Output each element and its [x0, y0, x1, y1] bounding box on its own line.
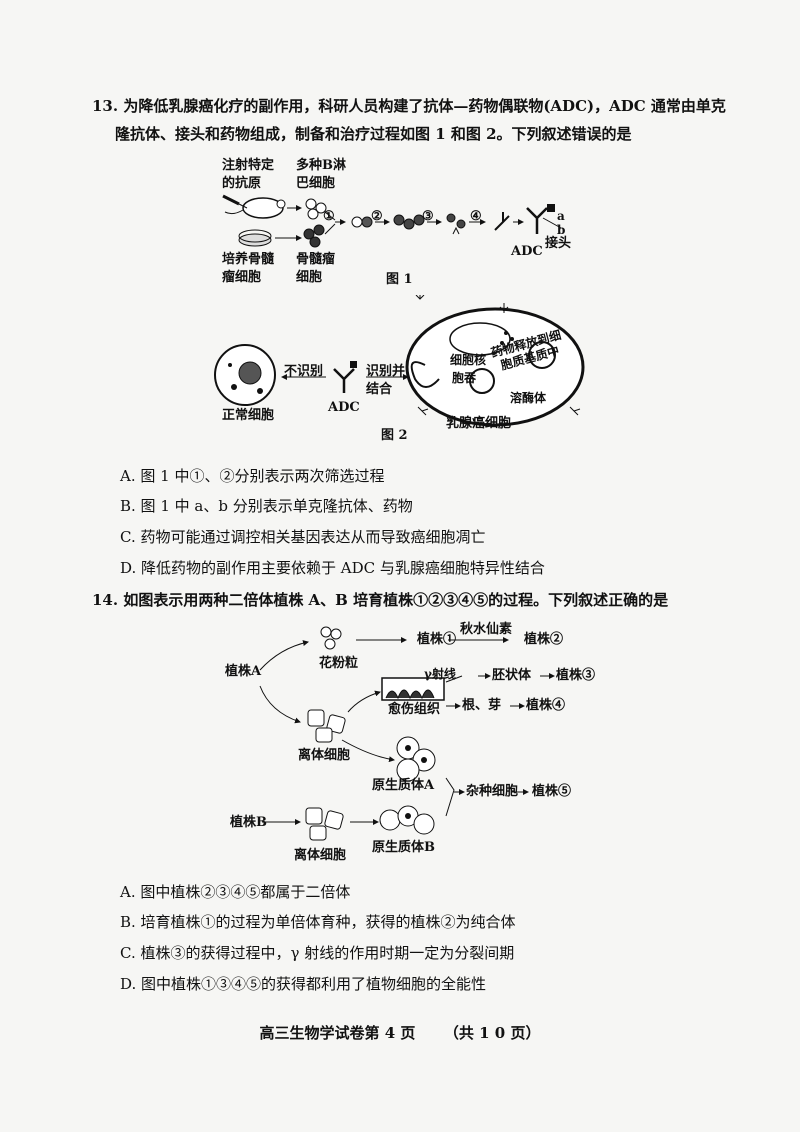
label-plant-b: 植株B	[230, 815, 267, 830]
q14-stem: 14. 如图表示用两种二倍体植株 A、B 培育植株①②③④⑤的过程。下列叙述正确…	[92, 591, 669, 609]
label-lysosome: 溶酶体	[510, 391, 547, 405]
q14-option-a: A. 图中植株②③④⑤都属于二倍体	[120, 883, 351, 901]
label-root-bud: 根、芽	[462, 698, 502, 713]
q13-option-c: C. 药物可能通过调控相关基因表达从而导致癌细胞凋亡	[120, 528, 486, 546]
label-myeloma-line1: 骨髓瘤	[296, 252, 336, 267]
label-recognize-line2: 结合	[366, 382, 393, 397]
label-pollen: 花粉粒	[319, 656, 359, 671]
somatic-cells-a-icon	[307, 709, 346, 743]
label-a: a	[557, 209, 565, 223]
label-not-recognize: 不识别	[284, 364, 324, 379]
label-plant-2: 植株②	[524, 632, 564, 647]
adc-icon	[333, 361, 357, 393]
b-cells-icon	[305, 198, 327, 220]
label-plant-1: 植株①	[417, 632, 457, 647]
q13-option-d: D. 降低药物的副作用主要依赖于 ADC 与乳腺癌细胞特异性结合	[120, 559, 545, 577]
figure-2-drawing	[214, 295, 585, 427]
somatic-cells-b-icon	[305, 807, 344, 841]
label-somatic-a: 离体细胞	[298, 748, 351, 763]
label-plant-3: 植株③	[556, 668, 596, 683]
callus-icon	[381, 677, 445, 701]
protoplast-b-icon	[379, 805, 435, 835]
label-protoplast-a: 原生质体A	[372, 778, 435, 793]
label-colchicine: 秋水仙素	[460, 622, 513, 637]
label-callus: 愈伤组织	[388, 702, 441, 717]
label-b: b	[557, 223, 566, 237]
label-cancer-cell: 乳腺癌细胞	[446, 416, 512, 431]
pollen-icon	[320, 626, 342, 650]
label-plant-a: 植株A	[225, 664, 262, 679]
q14-diagram-drawing	[259, 626, 555, 841]
q13-option-a: A. 图 1 中①、②分别表示两次筛选过程	[120, 467, 385, 485]
label-somatic-b: 离体细胞	[294, 848, 347, 863]
footer-total: （共 1 0 页）	[443, 1024, 541, 1042]
antibody-icon	[494, 212, 510, 231]
label-recognize-line1: 识别并	[366, 364, 406, 379]
q14-option-b: B. 培育植株①的过程为单倍体育种，获得的植株②为纯合体	[120, 913, 516, 931]
q13-stem-line2: 隆抗体、接头和药物组成，制备和治疗过程如图 1 和图 2。下列叙述错误的是	[115, 125, 632, 143]
label-antigen-line2: 的抗原	[222, 176, 262, 191]
q13-option-b: B. 图 1 中 a、b 分别表示单克隆抗体、药物	[120, 497, 413, 515]
step-2-label: ②	[371, 209, 383, 224]
label-culture-line2: 瘤细胞	[222, 270, 262, 285]
label-plant-5: 植株⑤	[532, 784, 572, 799]
label-normal-cell: 正常细胞	[222, 408, 275, 423]
protoplast-a-icon	[396, 736, 436, 782]
label-bcells-line1: 多种B淋	[296, 158, 346, 173]
figure-2-caption: 图 2	[381, 428, 408, 443]
label-adc-fig1: ADC	[511, 244, 543, 259]
q13-stem-line1: 13. 为降低乳腺癌化疗的副作用，科研人员构建了抗体—药物偶联物(ADC)，AD…	[92, 97, 726, 115]
figure-1-caption: 图 1	[386, 272, 413, 287]
hybridoma-cells-icon	[393, 214, 425, 230]
antibody-secretion-icon	[446, 213, 466, 235]
label-endocytosis: 胞吞	[452, 371, 477, 385]
figure-1-drawing	[222, 194, 562, 248]
step-1-label: ①	[323, 209, 335, 224]
fused-cells-icon	[351, 216, 373, 228]
label-hybrid-cell: 杂种细胞	[466, 784, 519, 799]
step-3-label: ③	[422, 209, 434, 224]
normal-cell-icon	[214, 344, 276, 406]
syringe-icon	[222, 194, 248, 209]
label-gamma: γ射线	[424, 667, 456, 681]
cancer-cell-icon	[405, 295, 585, 427]
footer-title: 高三生物学试卷第 4 页	[259, 1024, 416, 1042]
q14-option-d: D. 图中植株①③④⑤的获得都利用了植物细胞的全能性	[120, 975, 487, 993]
q14-option-c: C. 植株③的获得过程中，γ 射线的作用时期一定为分裂间期	[120, 944, 515, 962]
label-bcells-line2: 巴细胞	[296, 176, 336, 191]
petri-dish-icon	[238, 229, 272, 247]
myeloma-cells-icon	[303, 224, 325, 248]
label-plant-4: 植株④	[526, 698, 566, 713]
label-myeloma-line2: 细胞	[296, 270, 323, 285]
page-footer: 高三生物学试卷第 4 页 （共 1 0 页）	[0, 1022, 800, 1043]
label-nucleus: 细胞核	[450, 353, 487, 367]
mouse-icon	[224, 197, 286, 219]
label-protoplast-b: 原生质体B	[372, 840, 435, 855]
label-linker: 接头	[545, 236, 572, 251]
label-culture-line1: 培养骨髓	[222, 252, 275, 267]
adc-icon	[526, 204, 562, 234]
step-4-label: ④	[470, 209, 482, 224]
label-antigen-line1: 注射特定	[222, 158, 275, 173]
label-embryoid: 胚状体	[492, 668, 532, 683]
label-adc-fig2: ADC	[328, 400, 360, 415]
